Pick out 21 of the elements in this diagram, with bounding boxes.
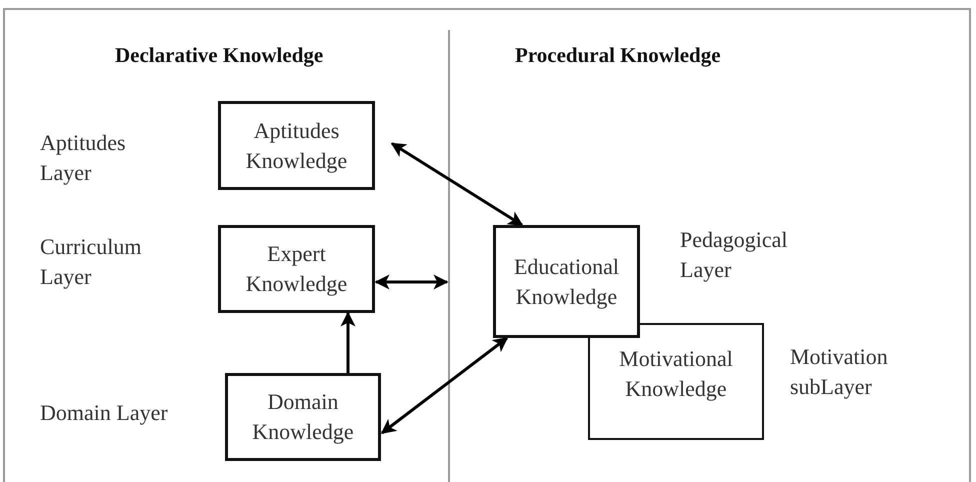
layer-label: Domain Layer (40, 399, 169, 427)
layer-label: Motivation subLayer (790, 343, 889, 401)
box-label: Motivational Knowledge (618, 344, 734, 403)
arrow (390, 142, 524, 226)
knowledge-box (218, 101, 375, 190)
box-label: Expert Knowledge (244, 240, 348, 298)
layer-label: Pedagogical Layer (680, 226, 789, 284)
knowledge-box (493, 225, 640, 338)
arrow (374, 274, 448, 290)
box-label: Educational Knowledge (512, 252, 620, 311)
knowledge-box (218, 225, 375, 313)
column-heading: Procedural Knowledge (515, 42, 722, 69)
knowledge-box (225, 373, 381, 461)
column-heading: Declarative Knowledge (115, 42, 324, 69)
box-label: Domain Knowledge (251, 388, 355, 446)
layer-label: Aptitudes Layer (40, 129, 127, 187)
arrow (340, 312, 356, 373)
arrow (380, 336, 508, 434)
box-label: Aptitudes Knowledge (244, 116, 348, 175)
layer-label: Curriculum Layer (40, 233, 142, 291)
knowledge-box (588, 323, 764, 440)
